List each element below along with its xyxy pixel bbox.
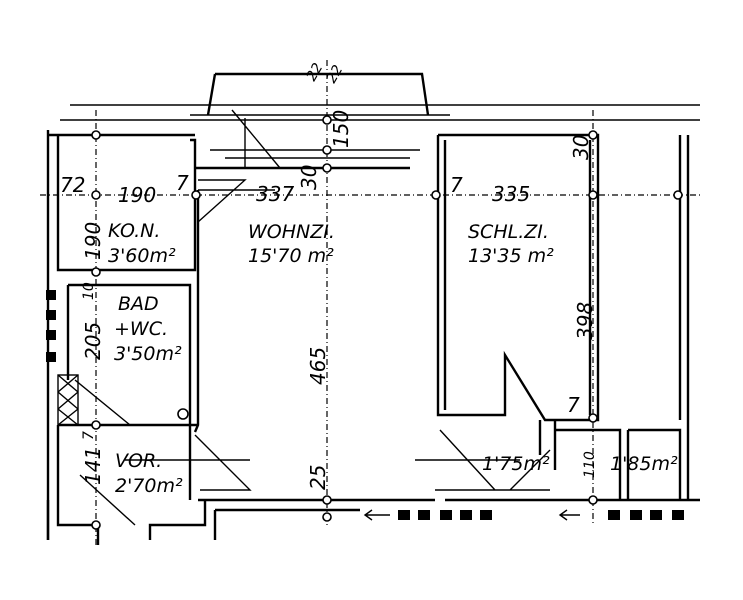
dimension-lines [40, 60, 700, 545]
storage2-area: 1'85m² [610, 453, 678, 475]
kitchen-area: 3'60m² [108, 245, 176, 267]
bedroom-name: SCHL.ZI. [468, 221, 549, 243]
dim-398: 398 [573, 302, 597, 340]
dim-337: 337 [256, 182, 294, 206]
living-area: 15'70 m² [248, 245, 334, 267]
dim-10: 10 [81, 282, 97, 300]
window-markers [46, 290, 684, 521]
dim-465: 465 [306, 347, 330, 385]
hall-area: 2'70m² [115, 475, 183, 497]
bedroom-area: 13'35 m² [468, 245, 554, 267]
dim-7c: 7 [81, 431, 97, 440]
dim-72: 72 [60, 173, 85, 197]
bath-area: 3'50m² [114, 343, 182, 365]
dim-205: 205 [81, 322, 105, 360]
dim-22a: 22 [304, 60, 327, 84]
dim-22b: 22 [324, 62, 347, 86]
dim-110: 110 [582, 451, 598, 478]
kitchen-name: KO.N. [108, 220, 160, 242]
dim-150: 150 [329, 110, 353, 148]
walls [46, 104, 700, 545]
bath-name: BAD [118, 293, 159, 315]
dim-30b: 30 [569, 135, 593, 160]
hall-name: VOR. [115, 450, 162, 472]
dim-30a: 30 [297, 165, 321, 190]
balcony [190, 72, 450, 159]
dim-25: 25 [306, 465, 330, 490]
dim-141: 141 [81, 447, 105, 485]
bath-name-2: +WC. [114, 318, 168, 340]
dim-190-v: 190 [81, 222, 105, 260]
dim-335: 335 [492, 182, 530, 206]
dim-7b: 7 [450, 173, 463, 197]
dim-7d: 7 [567, 393, 580, 417]
dim-190-h: 190 [118, 183, 156, 207]
door-swings [74, 109, 551, 526]
dim-7a: 7 [176, 171, 189, 195]
storage1-area: 1'75m² [482, 453, 550, 475]
living-name: WOHNZI. [248, 221, 335, 243]
